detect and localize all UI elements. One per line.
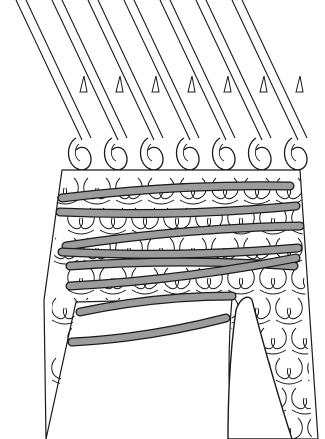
illustration-canvas bbox=[0, 0, 325, 439]
knitting-illustration bbox=[0, 0, 325, 439]
